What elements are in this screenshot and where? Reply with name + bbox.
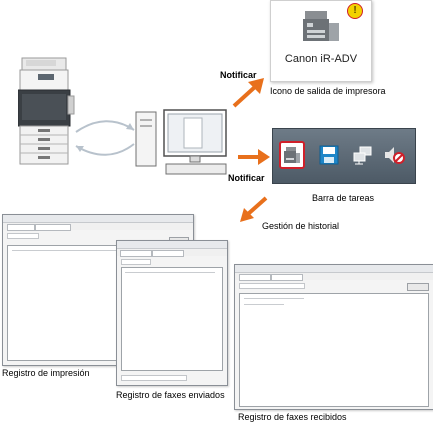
fax-received-log-window xyxy=(234,264,433,410)
network-icon xyxy=(353,146,372,165)
printer-output-icon: Canon iR-ADV ! xyxy=(270,0,372,82)
print-log-caption: Registro de impresión xyxy=(2,368,90,378)
taskbar xyxy=(272,128,416,184)
fax-sent-log-window xyxy=(116,240,228,386)
history-label: Gestión de historial xyxy=(262,221,340,231)
taskbar-caption: Barra de tareas xyxy=(312,193,375,203)
printer-tray-icon xyxy=(279,141,305,169)
fax-sent-log-caption: Registro de faxes enviados xyxy=(116,390,225,400)
notify-label-top: Notificar xyxy=(220,70,257,80)
printer-glyph-icon xyxy=(303,11,339,41)
alert-badge-text: ! xyxy=(353,5,357,16)
floppy-icon xyxy=(319,145,339,165)
notify-arrow-bottom xyxy=(238,149,270,165)
mfp-printer-icon xyxy=(18,57,75,165)
printer-icon-title: Canon iR-ADV xyxy=(284,53,358,65)
notify-label-bottom: Notificar xyxy=(228,173,265,183)
muted-speaker-icon xyxy=(385,147,405,164)
pc-icon xyxy=(135,109,227,175)
alert-badge-icon: ! xyxy=(347,3,363,19)
notify-arrow-top xyxy=(232,78,264,108)
history-arrow xyxy=(240,196,268,222)
communication-arrows xyxy=(75,120,135,156)
printer-icon-caption: Icono de salida de impresora xyxy=(270,86,386,96)
fax-received-log-caption: Registro de faxes recibidos xyxy=(238,412,347,422)
